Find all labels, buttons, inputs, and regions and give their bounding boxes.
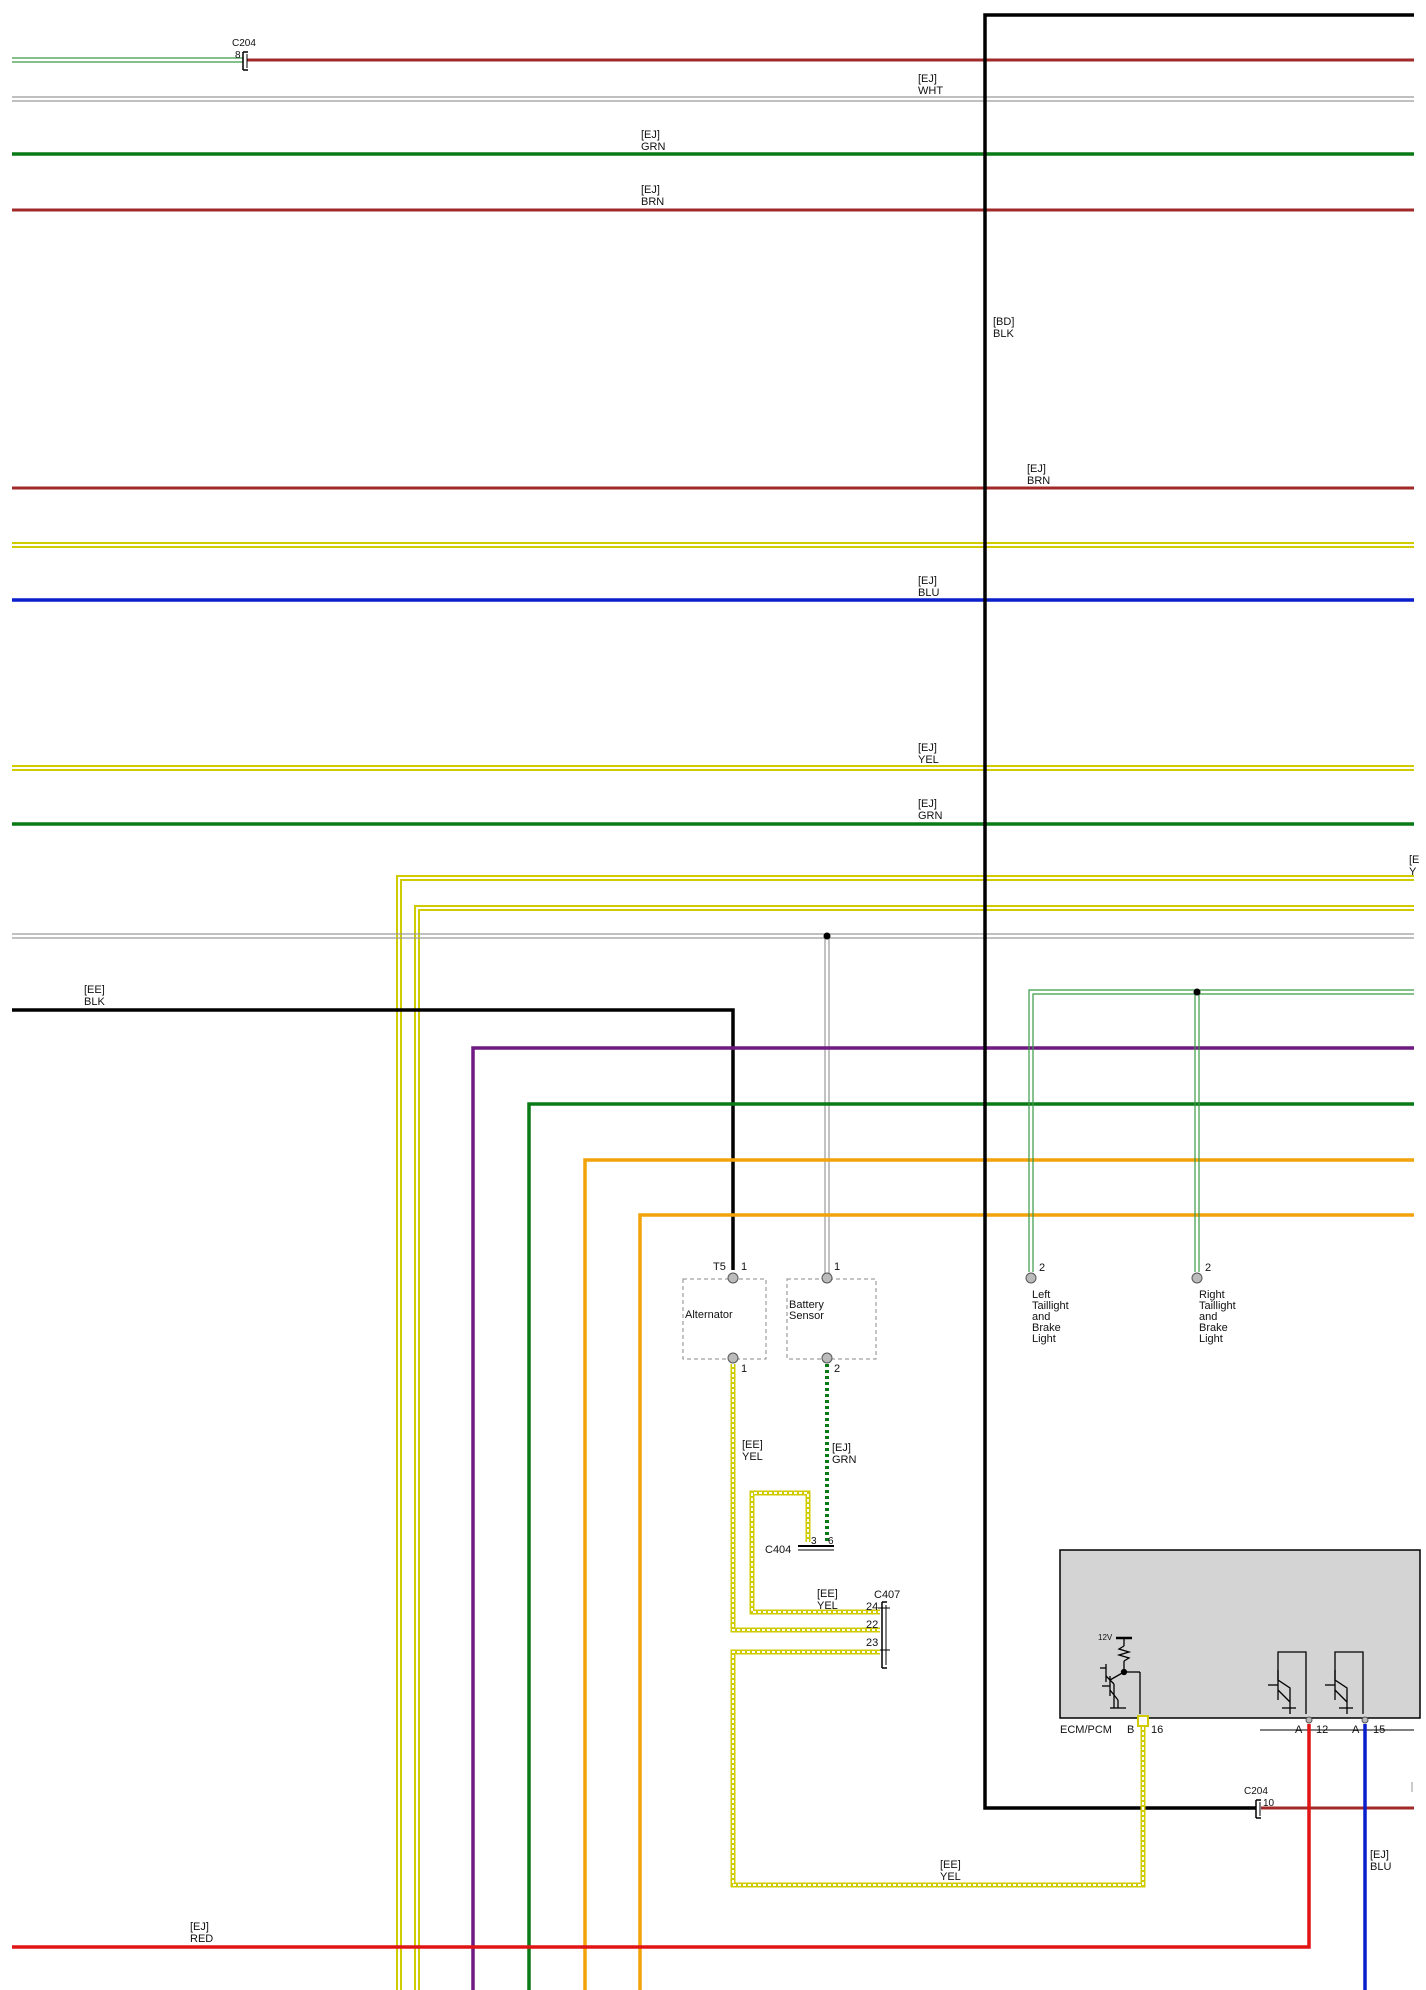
left-taillight-name-3: and	[1032, 1311, 1050, 1323]
wire-wht-battery	[823, 932, 831, 1276]
label-batt-grn-b: GRN	[832, 1454, 857, 1466]
label-yel-1-b: YEL	[918, 754, 939, 766]
left-taillight-name-5: Light	[1032, 1333, 1056, 1345]
c204-bottom-pin: 10	[1263, 1798, 1275, 1809]
label-yel-c407-a: [EE]	[817, 1588, 838, 1600]
wire-yel-c407-ecm	[730, 1649, 1146, 1888]
label-blu-1-a: [EJ]	[918, 575, 937, 587]
c407-pin-22: 22	[866, 1619, 878, 1631]
label-brn-2-a: [EJ]	[1027, 463, 1046, 475]
left-taillight-pin: 2	[1039, 1262, 1045, 1274]
c407-pin-24: 24	[866, 1601, 878, 1613]
wire-grn-pair-taillights	[1028, 988, 1414, 1272]
label-blk-vertical-b: BLK	[993, 328, 1014, 340]
connector-c204-bottom: C204 10	[1244, 1786, 1414, 1819]
wire-orn-l-2	[638, 1213, 1414, 1990]
connector-c204-top: C204 8	[232, 38, 256, 71]
right-taillight-name-1: Right	[1199, 1289, 1225, 1301]
wire-wht-lower	[12, 933, 1414, 939]
label-batt-grn-a: [EJ]	[832, 1442, 851, 1454]
c404-name: C404	[765, 1544, 791, 1556]
label-grn-2-b: GRN	[918, 810, 943, 822]
right-taillight-name-5: Light	[1199, 1333, 1223, 1345]
label-yel-bottom-b: YEL	[940, 1871, 961, 1883]
ecm-transistor-a12	[1268, 1651, 1307, 1714]
ecm-supply-label: 12V	[1098, 1633, 1113, 1642]
label-blu-1-b: BLU	[918, 587, 939, 599]
wire-blk-vertical	[983, 13, 1414, 1810]
label-wht-top-2: WHT	[918, 85, 943, 97]
left-taillight-name-2: Taillight	[1032, 1300, 1069, 1312]
label-blk-left-b: BLK	[84, 996, 105, 1008]
label-yel-1-a: [EJ]	[918, 742, 937, 754]
label-alt-yel-a: [EE]	[742, 1439, 763, 1451]
wire-blk-alternator	[12, 1008, 735, 1270]
right-taillight-name-2: Taillight	[1199, 1300, 1236, 1312]
wire-vio-l	[471, 1046, 1414, 1990]
ecm-transistor-a15	[1325, 1651, 1364, 1714]
label-blu-right-b: BLU	[1370, 1861, 1391, 1873]
c407-name: C407	[874, 1589, 900, 1601]
battery-sensor-pin-top: 1	[834, 1261, 840, 1273]
label-grn-2-a: [EJ]	[918, 798, 937, 810]
c204-top-pin: 8	[235, 50, 241, 61]
alternator-name: Alternator	[685, 1309, 733, 1321]
c404-pin-3: 3	[811, 1536, 817, 1547]
left-taillight-name-1: Left	[1032, 1289, 1050, 1301]
label-brn-1-a: [EJ]	[641, 184, 660, 196]
wire-grn-pair-top	[12, 57, 243, 63]
battery-sensor-name-2: Sensor	[789, 1310, 824, 1322]
wire-red-bottom	[12, 1724, 1311, 1949]
battery-sensor-name-1: Battery	[789, 1299, 824, 1311]
label-yel-bottom-a: [EE]	[940, 1859, 961, 1871]
component-battery-sensor: Battery Sensor 1 2	[786, 1261, 877, 1375]
label-red-bottom-b: RED	[190, 1933, 213, 1945]
right-taillight-name-4: Brake	[1199, 1322, 1228, 1334]
left-taillight-name-4: Brake	[1032, 1322, 1061, 1334]
connector-c404: C404 3 6	[765, 1536, 834, 1556]
c204-bottom-name: C204	[1244, 1786, 1268, 1797]
label-brn-1-b: BRN	[641, 196, 664, 208]
ecm-pin-b-conn: B	[1127, 1724, 1134, 1736]
ecm-pin-b-num: 16	[1151, 1724, 1163, 1736]
wire-orn-l-1	[583, 1158, 1414, 1990]
c404-pin-6: 6	[828, 1536, 834, 1547]
alternator-terminal: T5	[713, 1261, 726, 1273]
label-yel-c407-b: YEL	[817, 1600, 838, 1612]
wire-yel-pair-2	[12, 765, 1414, 771]
component-left-taillight: 2 Left Taillight and Brake Light	[1025, 1262, 1069, 1345]
right-taillight-name-3: and	[1199, 1311, 1217, 1323]
component-alternator: Alternator T5 1 1	[682, 1261, 767, 1375]
label-grn-1-b: GRN	[641, 141, 666, 153]
component-right-taillight: 2 Right Taillight and Brake Light	[1191, 1262, 1236, 1345]
label-wht-top-1: [EJ]	[918, 73, 937, 85]
label-alt-yel-b: YEL	[742, 1451, 763, 1463]
wire-yel-c404-loop	[749, 1490, 880, 1615]
c407-pin-23: 23	[866, 1637, 878, 1649]
wire-grn-l	[527, 1102, 1414, 1990]
battery-sensor-pin-bottom: 2	[834, 1363, 840, 1375]
label-edge-cut-b: Y	[1409, 866, 1417, 878]
label-blk-left-a: [EE]	[84, 984, 105, 996]
alternator-pin-top: 1	[741, 1261, 747, 1273]
right-taillight-pin: 2	[1205, 1262, 1211, 1274]
component-ecm-pcm: 12V	[1059, 1549, 1421, 1736]
wire-yel-alternator	[730, 1364, 880, 1633]
label-brn-2-b: BRN	[1027, 475, 1050, 487]
connector-c407: C407 24 22 23	[866, 1589, 900, 1669]
label-red-bottom-a: [EJ]	[190, 1921, 209, 1933]
label-blu-right-a: [EJ]	[1370, 1849, 1389, 1861]
label-grn-1-a: [EJ]	[641, 129, 660, 141]
label-edge-cut-a: [E	[1409, 854, 1419, 866]
ecm-transistor-b16	[1100, 1636, 1141, 1714]
wire-yel-outer-l	[396, 875, 1414, 1990]
label-blk-vertical-a: [BD]	[993, 316, 1014, 328]
wire-yel-inner-l	[414, 905, 1414, 1990]
wire-yel-pair-1	[12, 542, 1414, 548]
wire-wht-top	[12, 96, 1414, 102]
c204-top-name: C204	[232, 38, 256, 49]
alternator-pin-bottom: 1	[741, 1363, 747, 1375]
ecm-name: ECM/PCM	[1060, 1724, 1112, 1736]
